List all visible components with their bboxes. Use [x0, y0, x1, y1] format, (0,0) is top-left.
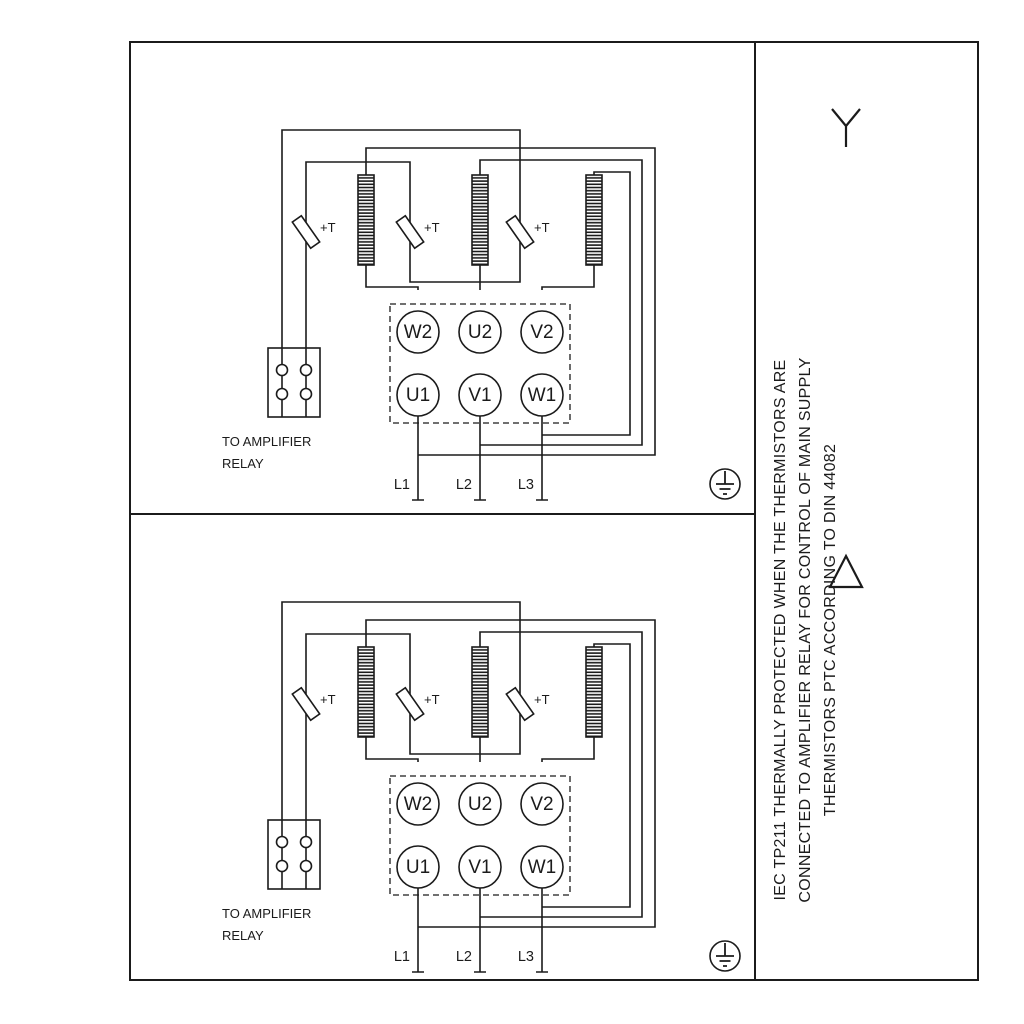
terminal-label: U2	[468, 794, 492, 815]
delta-connection-circuit	[268, 602, 740, 972]
terminal-label: U1	[406, 385, 430, 406]
delta-section-labels: W2 U2 V2 U1 V1 W1 +T +T +T TO AMPLIFIER …	[222, 692, 556, 965]
supply-label: L3	[518, 949, 534, 965]
outer-border	[129, 41, 979, 981]
star-connection-circuit	[268, 130, 740, 500]
thermistor-label: +T	[534, 692, 550, 707]
supply-label: L2	[456, 477, 472, 493]
terminal-label: V1	[468, 385, 491, 406]
terminal-label: V2	[530, 794, 553, 815]
delta-icon	[828, 553, 864, 589]
supply-label: L1	[394, 477, 410, 493]
side-note: IEC TP211 THERMALLY PROTECTED WHEN THE T…	[772, 357, 839, 902]
relay-caption: TO AMPLIFIER	[222, 434, 311, 449]
terminal-label: W1	[528, 385, 557, 406]
supply-label: L1	[394, 949, 410, 965]
thermistor-label: +T	[320, 220, 336, 235]
terminal-label: W2	[404, 322, 433, 343]
relay-caption: RELAY	[222, 928, 264, 943]
terminal-label: V1	[468, 857, 491, 878]
terminal-label: W1	[528, 857, 557, 878]
thermistor-label: +T	[534, 220, 550, 235]
relay-caption: TO AMPLIFIER	[222, 906, 311, 921]
side-note-line: THERMISTORS PTC ACCORDING TO DIN 44082	[822, 444, 839, 816]
sheet-frame	[129, 41, 979, 981]
supply-label: L2	[456, 949, 472, 965]
terminal-label: U1	[406, 857, 430, 878]
thermistor-label: +T	[424, 220, 440, 235]
thermistor-label: +T	[424, 692, 440, 707]
terminal-label: W2	[404, 794, 433, 815]
relay-caption: RELAY	[222, 456, 264, 471]
star-section-labels: W2 U2 V2 U1 V1 W1 +T +T +T TO AMPLIFIER …	[222, 220, 556, 493]
terminal-label: V2	[530, 322, 553, 343]
supply-label: L3	[518, 477, 534, 493]
side-note-line: IEC TP211 THERMALLY PROTECTED WHEN THE T…	[772, 359, 789, 900]
star-icon	[831, 108, 861, 147]
side-note-line: CONNECTED TO AMPLIFIER RELAY FOR CONTROL…	[797, 357, 814, 902]
thermistor-label: +T	[320, 692, 336, 707]
terminal-label: U2	[468, 322, 492, 343]
